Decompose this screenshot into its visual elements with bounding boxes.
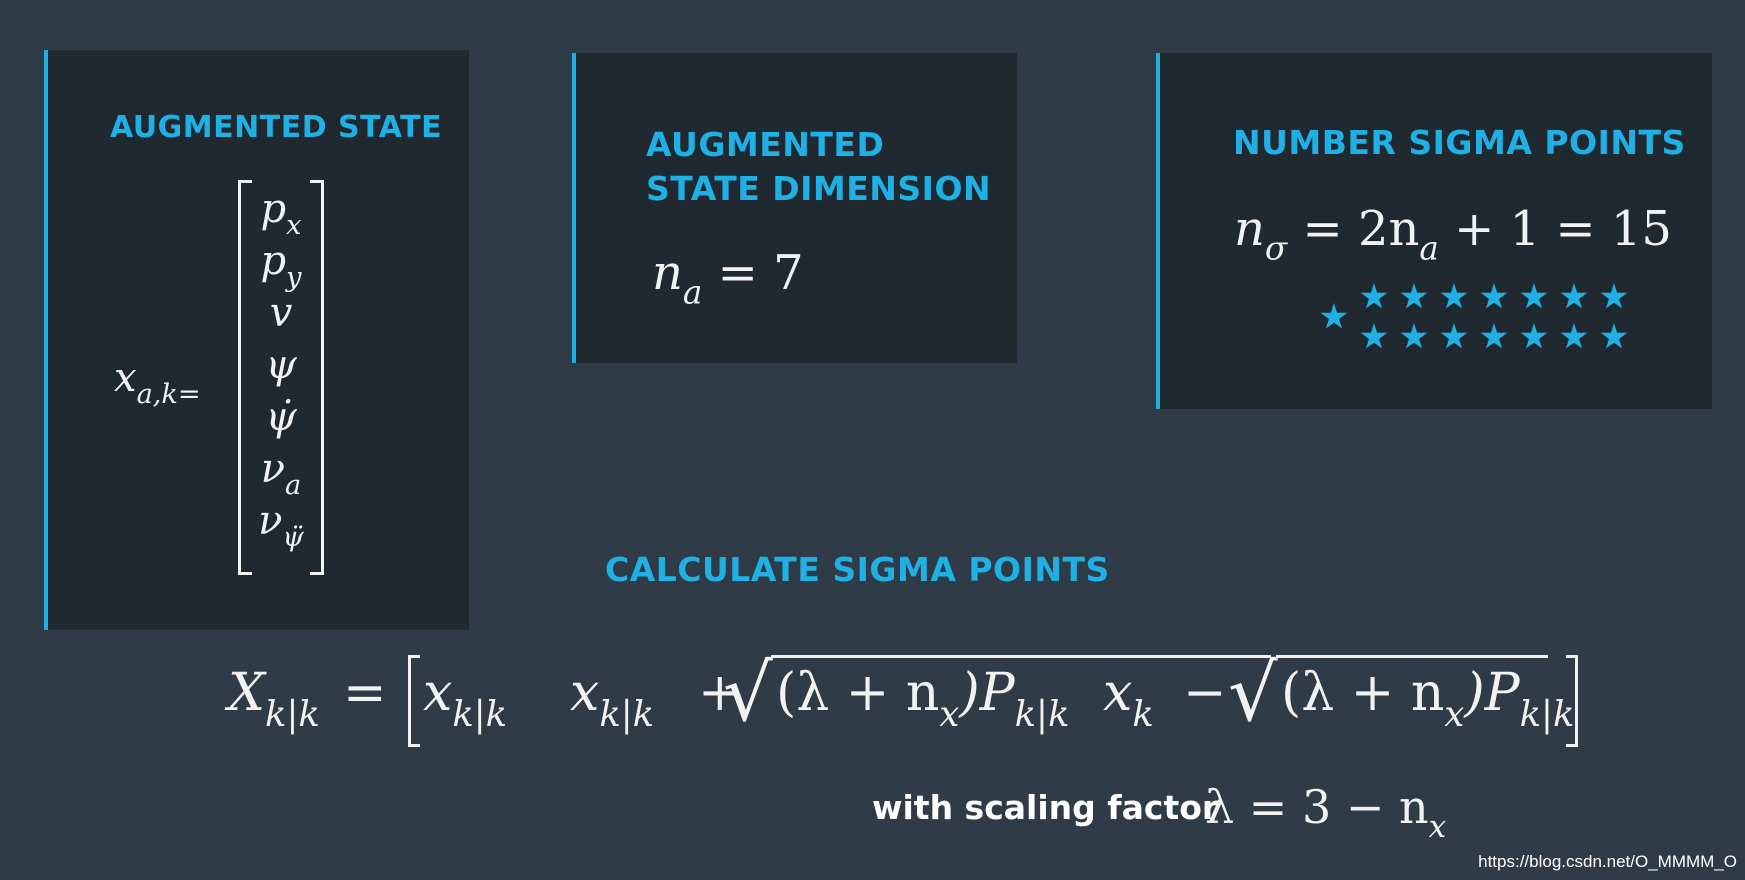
vector-entry-px: px	[260, 186, 302, 242]
vector-entry-psi-dot: ψ̇	[265, 394, 297, 440]
sigma-point-star	[1560, 283, 1588, 309]
sigma-lhs: Xk|k	[228, 663, 320, 735]
sqrt-radicand-1: (λ + nx)Pk|k	[776, 663, 1070, 735]
vector-right-bracket	[310, 180, 324, 575]
augmented-dimension-title: AUGMENTED STATE DIMENSION	[646, 125, 992, 208]
sigma-point-star	[1360, 283, 1388, 309]
sqrt-bar-1	[771, 655, 1271, 658]
vector-entry-v: v	[269, 290, 293, 336]
sigma-points-equation: Xk|k = xk|k xk|k + √ (λ + nx)Pk|k xk − √…	[228, 649, 1588, 765]
sigma-plus: +	[698, 663, 742, 723]
augmented-dimension-card: AUGMENTED STATE DIMENSION na = 7	[572, 53, 1017, 363]
sigma-point-star	[1480, 323, 1508, 349]
sigma-equals: =	[343, 663, 387, 723]
matrix-left-bracket	[408, 655, 420, 747]
vector-entry-nu-a: νa	[260, 446, 302, 502]
number-sigma-points-formula: nσ = 2na + 1 = 15	[1234, 201, 1672, 268]
sigma-point-star	[1600, 323, 1628, 349]
sigma-term-1: xk|k	[423, 663, 508, 735]
sqrt-bar-2	[1276, 655, 1548, 658]
vector-entry-py: py	[260, 238, 302, 294]
augmented-state-card: AUGMENTED STATE xa,k= px py v ψ ψ̇ νa νψ…	[44, 50, 469, 630]
sigma-term-2: xk|k	[570, 663, 655, 735]
sigma-point-star	[1600, 283, 1628, 309]
sigma-point-star	[1360, 323, 1388, 349]
sigma-point-star	[1560, 323, 1588, 349]
scaling-factor-formula: λ = 3 − nx	[1205, 780, 1447, 846]
augmented-dimension-formula: na = 7	[652, 245, 804, 312]
sigma-minus: −	[1183, 663, 1227, 723]
sigma-point-star	[1480, 283, 1508, 309]
calculate-sigma-points-title: CALCULATE SIGMA POINTS	[605, 550, 1110, 589]
vector-entry-nu-psi-ddot: νψ̈	[258, 498, 304, 554]
sigma-point-star	[1400, 283, 1428, 309]
sigma-point-star	[1320, 303, 1348, 329]
sigma-point-stars	[1160, 53, 1716, 409]
augmented-state-lhs: xa,k=	[114, 355, 201, 411]
augmented-state-title: AUGMENTED STATE	[110, 110, 443, 145]
sigma-point-star	[1440, 283, 1468, 309]
sqrt-radicand-2: (λ + nx)Pk|k	[1281, 663, 1575, 735]
sigma-point-star	[1440, 323, 1468, 349]
number-sigma-points-title: NUMBER SIGMA POINTS	[1233, 123, 1686, 162]
sigma-point-star	[1520, 283, 1548, 309]
watermark: https://blog.csdn.net/O_MMMM_O	[1478, 852, 1737, 871]
sqrt-symbol-1: √	[723, 649, 773, 739]
number-sigma-points-card: NUMBER SIGMA POINTS nσ = 2na + 1 = 15	[1156, 53, 1712, 409]
sigma-point-star	[1400, 323, 1428, 349]
sqrt-symbol-2: √	[1228, 649, 1278, 739]
augmented-state-vector: px py v ψ ψ̇ νa νψ̈	[241, 180, 321, 575]
sigma-term-3: xk	[1103, 663, 1154, 735]
matrix-right-bracket	[1566, 655, 1578, 747]
vector-entry-psi: ψ	[265, 342, 297, 388]
scaling-factor-label: with scaling factor	[872, 788, 1219, 827]
vector-left-bracket	[238, 180, 252, 575]
sigma-point-star	[1520, 323, 1548, 349]
